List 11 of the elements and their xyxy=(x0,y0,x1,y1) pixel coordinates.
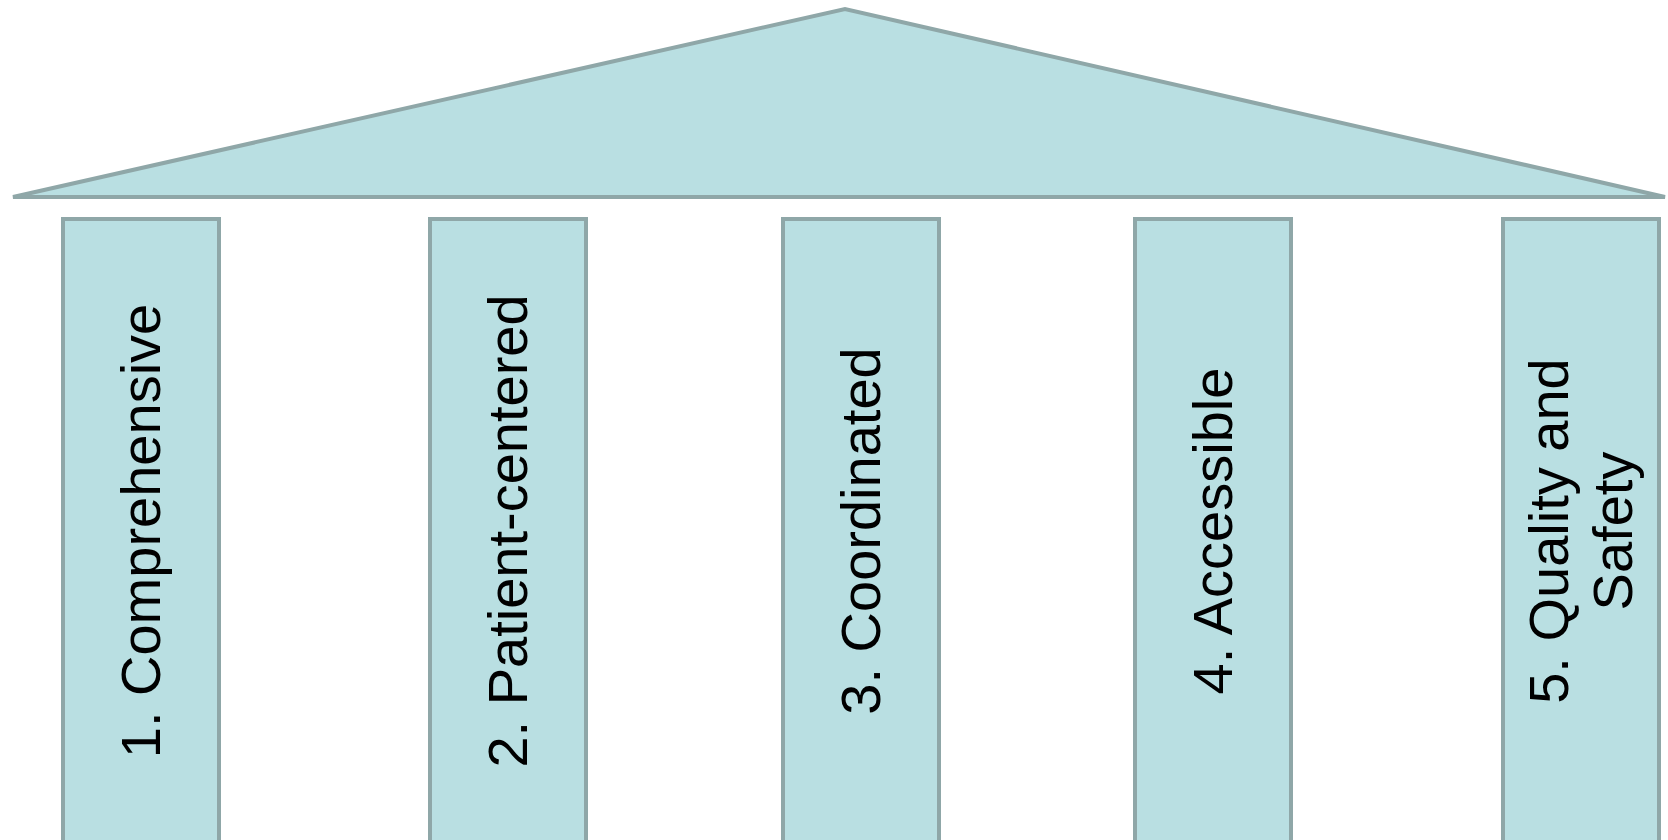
pillar-label: 2. Patient-centered xyxy=(475,293,540,770)
pillar-box xyxy=(61,217,221,840)
pillar-box xyxy=(781,217,941,840)
pillar-label: 1. Comprehensive xyxy=(108,302,173,761)
pillar-box xyxy=(1133,217,1293,840)
roof-triangle xyxy=(11,6,1667,200)
pillar-box xyxy=(428,217,588,840)
pillar-label: 3. Coordinated xyxy=(828,346,893,717)
pillar-label: 4. Accessible xyxy=(1180,366,1245,697)
pillar-label: 5. Quality and Safety xyxy=(1516,357,1645,706)
pillar-box xyxy=(1501,217,1661,840)
